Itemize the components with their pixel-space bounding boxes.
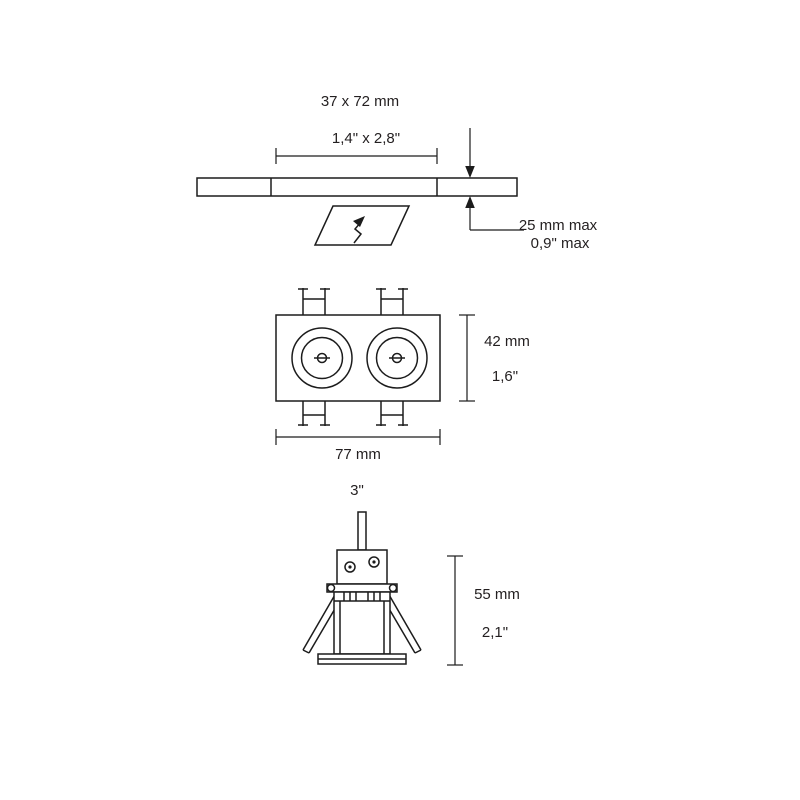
spring-clip-top-right xyxy=(376,288,408,315)
cutout-size-in-label: 1,4" x 2,8" xyxy=(332,130,400,147)
side-height-in-label: 2,1" xyxy=(482,624,508,641)
lamp-left xyxy=(291,327,353,389)
panel-depth-mm-label: 25 mm max xyxy=(519,217,598,234)
fixture-frame xyxy=(275,314,441,402)
mounting-plate xyxy=(326,583,398,593)
cutout-width-dimension-line xyxy=(275,148,438,164)
side-height-dimension-line xyxy=(447,555,463,666)
ceiling-panel xyxy=(196,177,518,197)
cutout-hole xyxy=(313,205,411,246)
insertion-arrow-icon xyxy=(353,216,365,244)
trim-flange xyxy=(317,653,407,665)
spring-clip-bottom-left xyxy=(298,401,330,426)
front-view: 42 mm 1,6" 77 mm 3" xyxy=(275,288,530,499)
side-view: 55 mm 2,1" xyxy=(302,511,520,666)
front-width-mm-label: 77 mm xyxy=(335,446,381,463)
front-width-dimension-line xyxy=(275,429,441,445)
panel-depth-in-label: 0,9" max xyxy=(531,235,590,252)
cutout-view: 37 x 72 mm 1,4" x 2,8" 25 mm max 0,9" ma… xyxy=(196,93,598,252)
spring-clip-bottom-right xyxy=(376,401,408,426)
terminal-head xyxy=(336,549,388,585)
cable-stem xyxy=(357,511,367,551)
side-height-mm-label: 55 mm xyxy=(474,586,520,603)
lamp-can-body xyxy=(333,591,391,655)
cutout-size-mm-label: 37 x 72 mm xyxy=(321,93,399,110)
panel-thickness-arrows xyxy=(465,128,524,231)
front-width-in-label: 3" xyxy=(350,482,364,499)
spring-clip-top-left xyxy=(298,288,330,315)
lamp-right xyxy=(366,327,428,389)
front-height-mm-label: 42 mm xyxy=(484,333,530,350)
front-height-dimension-line xyxy=(459,314,475,402)
front-height-in-label: 1,6" xyxy=(492,368,518,385)
